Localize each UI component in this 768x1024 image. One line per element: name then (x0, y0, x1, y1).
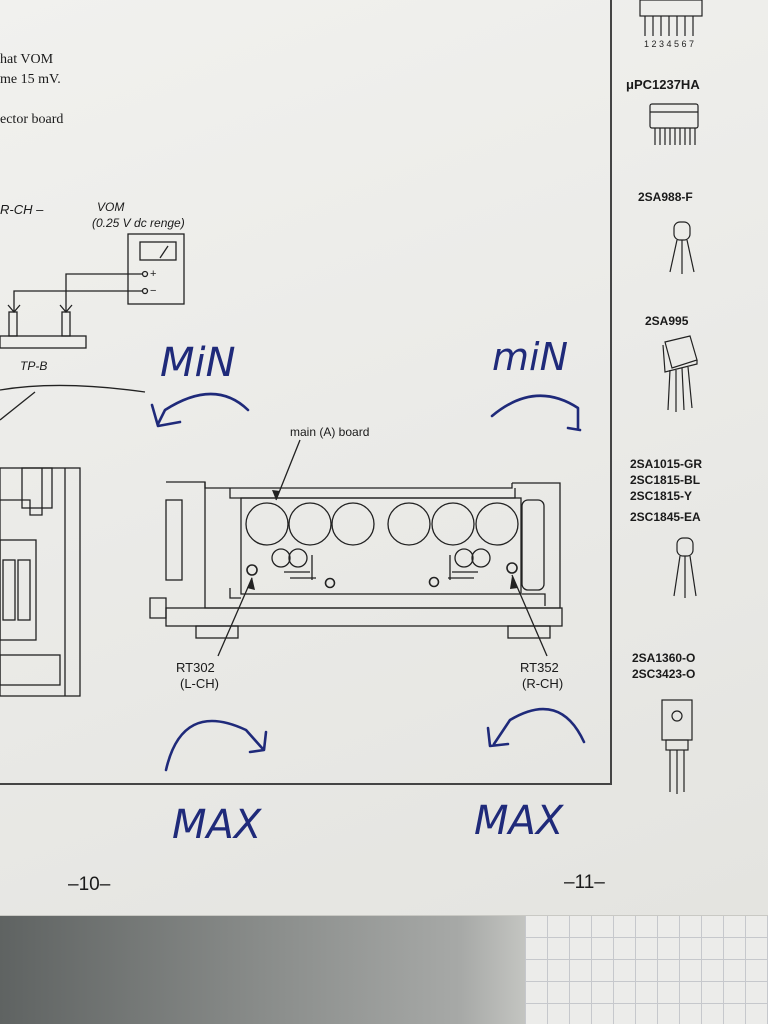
part-2sc1815y: 2SC1815-Y (630, 489, 693, 503)
manual-page: hat VOM me 15 mV. ector board R-CH – VOM… (0, 0, 768, 916)
main-board-label: main (A) board (290, 425, 370, 439)
frame-bottom-border (0, 783, 612, 785)
body-text-line-3: ector board (0, 112, 64, 127)
page-number-right: –11– (564, 872, 605, 893)
minus-sign: − (150, 285, 156, 297)
rt352-label: RT352 (520, 660, 559, 675)
body-text-line-2: me 15 mV. (0, 72, 61, 87)
frame-right-border (610, 0, 612, 785)
page-number-left: –10– (68, 874, 111, 895)
max-left-arrow (164, 719, 264, 772)
part-2sc3423o: 2SC3423-O (632, 667, 696, 681)
rt302-label: RT302 (176, 660, 215, 675)
part-upc1237ha: μPC1237HA (626, 77, 700, 92)
max-left-text: MAX (172, 802, 263, 848)
max-right-text: MAX (474, 798, 565, 844)
vom-title: VOM (97, 200, 125, 214)
vom-meter-display (139, 241, 177, 261)
vom-range-label: (0.25 V dc renge) (92, 216, 185, 230)
graph-paper-background (525, 915, 768, 1024)
part-2sa988f: 2SA988-F (638, 190, 693, 204)
schematic-drawing: + − 1 2 3 4 5 6 7 (0, 0, 703, 848)
min-right-arrow (490, 394, 580, 430)
part-2sa1015gr: 2SA1015-GR (630, 457, 703, 471)
pin-numbers: 1 2 3 4 5 6 7 (644, 39, 694, 49)
part-2sc1815bl: 2SC1815-BL (630, 473, 701, 487)
vom-meter-body (127, 233, 185, 305)
part-2sa995: 2SA995 (645, 314, 689, 328)
plus-sign: + (150, 268, 156, 280)
body-text-line-1: hat VOM (0, 52, 54, 67)
rch-label: R-CH – (0, 202, 44, 217)
max-right-arrow (492, 707, 586, 746)
min-left-arrow (156, 392, 250, 426)
rt302-channel-label: (L-CH) (180, 676, 219, 691)
min-right-text: miN (492, 335, 568, 379)
part-2sa1360o: 2SA1360-O (632, 651, 696, 665)
rt352-channel-label: (R-CH) (522, 676, 564, 691)
min-left-text: MiN (160, 340, 236, 386)
main-board-outline (240, 497, 522, 595)
tp-b-label: TP-B (20, 359, 48, 373)
part-2sc1845ea: 2SC1845-EA (630, 510, 701, 524)
